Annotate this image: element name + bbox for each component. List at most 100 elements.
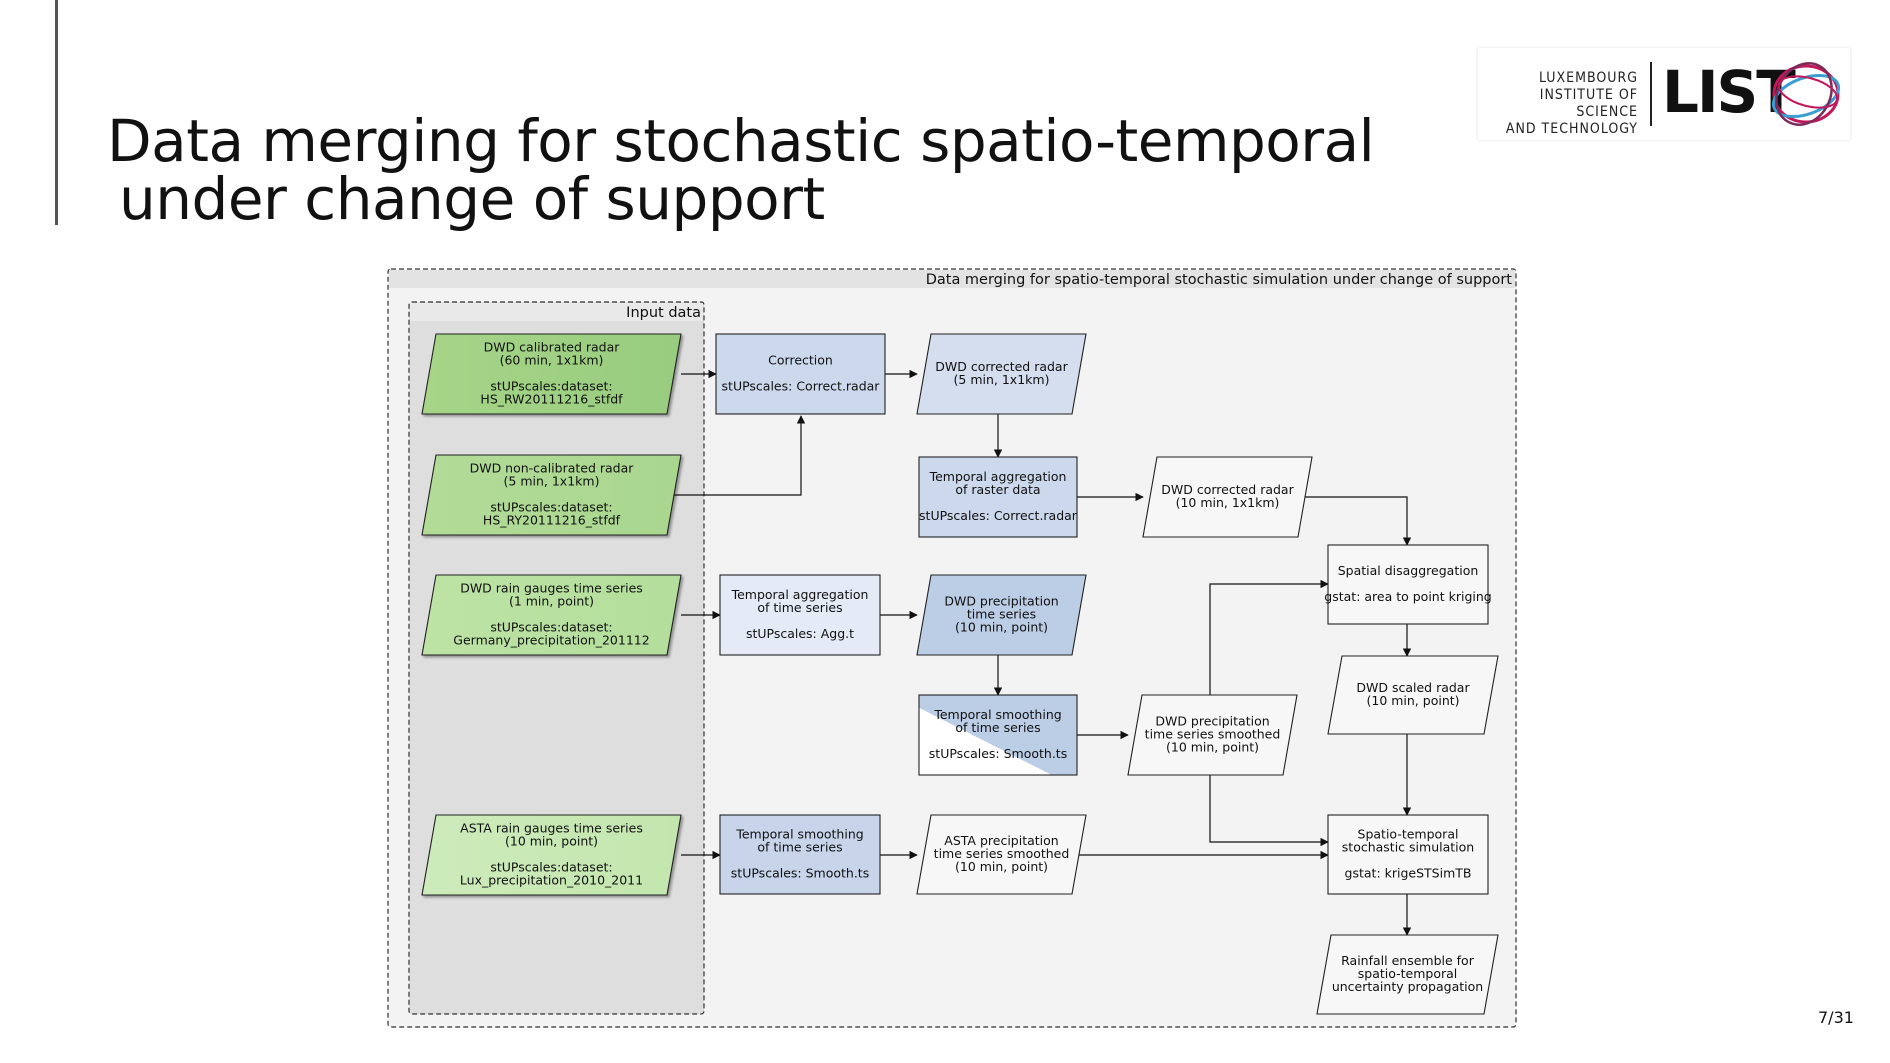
node-spatial-disagg: Spatial disaggregation gstat: area to poi… (1324, 544, 1492, 625)
logo-separator (1650, 62, 1652, 126)
node-label-line: DWD scaled radar (1356, 680, 1470, 695)
node-dwd-cal: DWD calibrated radar(60 min, 1x1km) stUPs… (421, 333, 682, 415)
outer-frame-caption: Data merging for spatio-temporal stochas… (926, 272, 1513, 288)
node-label-line: DWD precipitation (944, 594, 1058, 609)
node-label-line: DWD corrected radar (1161, 482, 1294, 497)
node-label-line: gstat: krigeSTSimTB (1345, 866, 1472, 881)
node-label-line: Germany_precipitation_201112 (453, 633, 649, 648)
node-correction: Correction stUPscales: Correct.radar (715, 333, 886, 415)
node-label-line: (10 min, 1x1km) (1176, 495, 1280, 510)
node-label-line: stUPscales: Smooth.ts (929, 746, 1067, 761)
node-dwd-gauges: DWD rain gauges time series(1 min, point… (421, 574, 682, 656)
node-shape (1127, 694, 1298, 776)
node-label-line: Temporal smoothing (933, 707, 1061, 722)
edge-corr10-to-spatial (1303, 496, 1412, 546)
node-shape (421, 333, 682, 415)
node-label-line: time series (967, 607, 1036, 622)
node-label-line: HS_RY20111216_stfdf (483, 513, 621, 528)
node-label-line: of time series (757, 600, 842, 615)
slide-title-line-1: Data merging for stochastic spatio-tempo… (107, 107, 1375, 175)
node-dwd-noncal: DWD non-calibrated radar(5 min, 1x1km) st… (421, 454, 682, 536)
logo-line-3: AND TECHNOLOGY (1505, 121, 1638, 137)
node-dwd-corr5: DWD corrected radar(5 min, 1x1km) (916, 333, 1087, 415)
node-label-line: spatio-temporal (1358, 966, 1458, 981)
node-label-line: Lux_precipitation_2010_2011 (460, 873, 643, 888)
node-label-line: stUPscales: Smooth.ts (731, 866, 869, 881)
node-label-line: stUPscales: Agg.t (746, 626, 854, 641)
list-logo: LUXEMBOURG INSTITUTE OF SCIENCE AND TECH… (1478, 48, 1850, 140)
globe-icon (1771, 62, 1841, 126)
node-shape (1316, 934, 1499, 1015)
node-dwd-corr10: DWD corrected radar(10 min, 1x1km) (1142, 456, 1313, 538)
node-label-line: DWD precipitation (1155, 714, 1269, 729)
node-label-line: Spatio-temporal (1358, 827, 1459, 842)
node-asta-gauges: ASTA rain gauges time series(10 min, poi… (421, 814, 682, 896)
node-label-line: stUPscales:dataset: (490, 500, 612, 515)
node-label-line: (10 min, point) (955, 620, 1048, 635)
node-shape (719, 574, 881, 656)
node-label-line: stUPscales: Correct.radar (919, 508, 1078, 523)
node-label-line: uncertainty propagation (1332, 979, 1483, 994)
node-shape (421, 814, 682, 896)
node-shape (916, 333, 1087, 415)
node-label-line: ASTA precipitation (944, 833, 1058, 848)
node-label-line: (5 min, 1x1km) (954, 372, 1050, 387)
nodes: DWD calibrated radar(60 min, 1x1km) stUPs… (421, 333, 1499, 1015)
node-label-line: (5 min, 1x1km) (504, 474, 600, 489)
node-label-line: Spatial disaggregation (1338, 563, 1479, 578)
node-label-line: ASTA rain gauges time series (460, 821, 643, 836)
logo-line-1: LUXEMBOURG (1538, 70, 1638, 86)
edge-smoothed-to-stsim (1209, 775, 1329, 847)
node-label-line: DWD corrected radar (935, 359, 1068, 374)
edge-noncal-to-correction (672, 415, 806, 496)
slide-title: Data merging for stochastic spatio-tempo… (107, 112, 1375, 233)
node-shape (916, 574, 1087, 656)
logo-institute-name: LUXEMBOURG INSTITUTE OF SCIENCE AND TECH… (1496, 70, 1638, 138)
node-shape (1327, 655, 1499, 735)
node-label-line: Rainfall ensemble for (1341, 953, 1475, 968)
node-label-line: HS_RW20111216_stfdf (480, 392, 623, 407)
node-label-line: (10 min, point) (955, 859, 1048, 874)
slide-left-rule (55, 0, 58, 225)
node-shape (421, 574, 682, 656)
node-label-line: of time series (757, 840, 842, 855)
node-label-line: stUPscales:dataset: (490, 379, 612, 394)
node-label-line: (1 min, point) (509, 594, 594, 609)
node-label-line: time series smoothed (1145, 727, 1281, 742)
node-label-line: stUPscales: Correct.radar (722, 379, 881, 394)
node-shape (1142, 456, 1313, 538)
node-shape (421, 454, 682, 536)
node-label-line: of raster data (955, 482, 1040, 497)
node-label-line: stUPscales:dataset: (490, 620, 612, 635)
node-label-line: Correction (768, 353, 833, 368)
node-label-line: stochastic simulation (1342, 840, 1474, 855)
node-label-line: (10 min, point) (1166, 740, 1259, 755)
slide-title-line-2: under change of support (119, 165, 825, 233)
edge-smoothed-to-spatial (1209, 579, 1329, 696)
node-label-line: DWD non-calibrated radar (470, 461, 635, 476)
node-shape (715, 333, 886, 415)
node-shape (918, 694, 1078, 776)
node-label-line: Temporal smoothing (735, 827, 863, 842)
edges (672, 369, 1412, 936)
node-shape (1327, 814, 1489, 895)
node-shape (1327, 544, 1489, 625)
node-label-line: (60 min, 1x1km) (500, 353, 604, 368)
node-label-line: DWD rain gauges time series (460, 581, 643, 596)
node-label-line: stUPscales:dataset: (490, 860, 612, 875)
node-shape (916, 814, 1087, 895)
node-ensemble: Rainfall ensemble forspatio-temporalunce… (1316, 934, 1499, 1015)
node-label-line: gstat: area to point kriging (1324, 589, 1491, 604)
node-label-line: of time series (955, 720, 1040, 735)
page-number: 7/31 (1818, 1008, 1854, 1027)
node-label-line: time series smoothed (934, 846, 1070, 861)
node-label-line: DWD calibrated radar (484, 340, 621, 355)
node-label-line: (10 min, point) (505, 834, 598, 849)
